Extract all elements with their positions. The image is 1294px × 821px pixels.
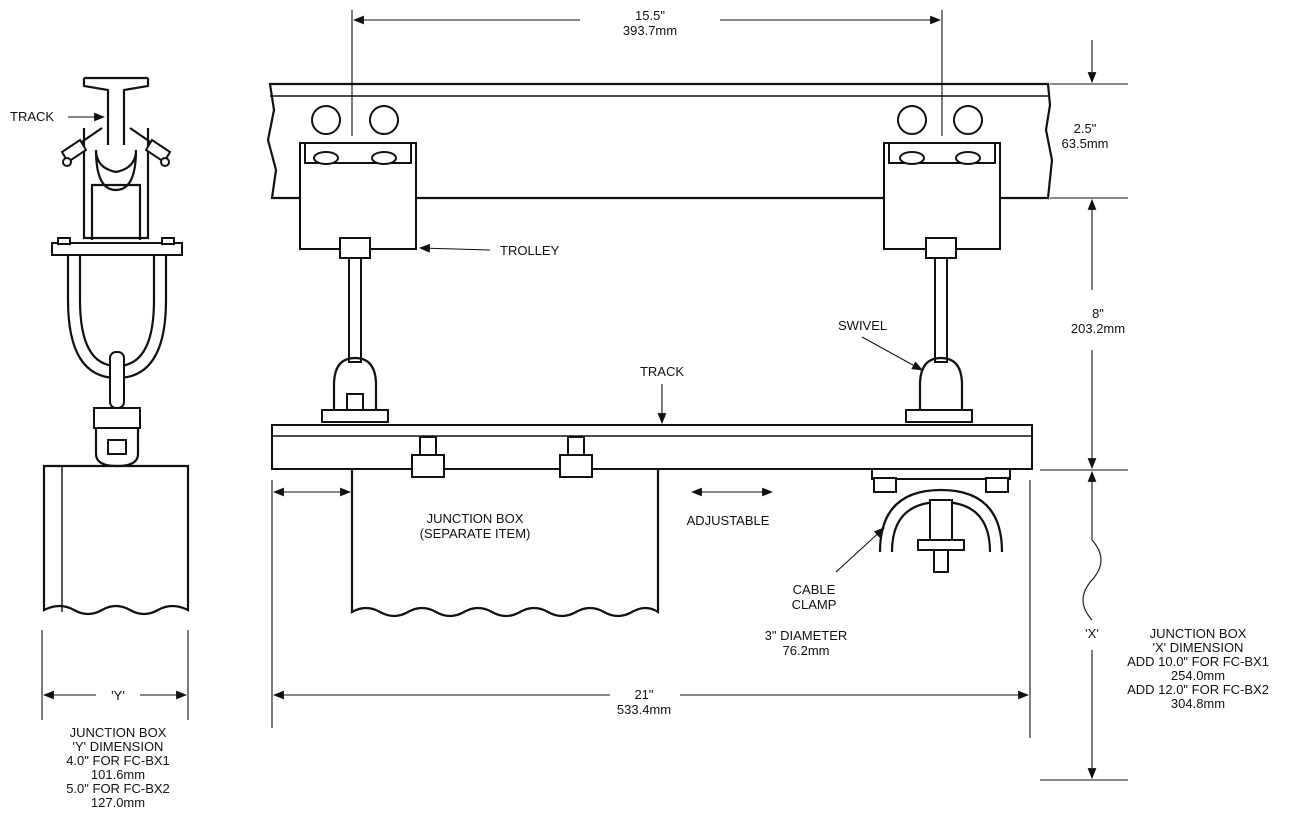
x-note-line-5: ADD 12.0" FOR FC-BX2 [1127, 682, 1269, 697]
diameter-label-2: 76.2mm [783, 643, 830, 658]
trolley-label: TROLLEY [500, 243, 560, 258]
length-mm: 533.4mm [617, 702, 671, 717]
y-note-line-1: JUNCTION BOX [70, 725, 167, 740]
y-note-line-2: 'Y' DIMENSION [73, 739, 164, 754]
top-spacing-mm: 393.7mm [623, 23, 677, 38]
x-note-line-1: JUNCTION BOX [1150, 626, 1247, 641]
front-view: 15.5" 393.7mm [266, 8, 1269, 781]
swivel-label: SWIVEL [838, 318, 887, 333]
y-dimension-note: JUNCTION BOX 'Y' DIMENSION 4.0" FOR FC-B… [66, 725, 170, 810]
track-label-main: TRACK [640, 364, 684, 379]
x-dimension-note: JUNCTION BOX 'X' DIMENSION ADD 10.0" FOR… [1127, 626, 1269, 711]
y-note-line-5: 5.0" FOR FC-BX2 [66, 781, 170, 796]
x-note-line-2: 'X' DIMENSION [1153, 640, 1244, 655]
junction-box-label-2: (SEPARATE ITEM) [420, 526, 531, 541]
drop-in: 8" [1092, 306, 1104, 321]
y-dimension-label: 'Y' [111, 688, 125, 703]
drop-mm: 203.2mm [1071, 321, 1125, 336]
cable-clamp-label-1: CABLE [793, 582, 836, 597]
top-spacing-in: 15.5" [635, 8, 665, 23]
x-dimension-label: 'X' [1085, 626, 1099, 641]
x-note-line-6: 304.8mm [1171, 696, 1225, 711]
y-note-line-4: 101.6mm [91, 767, 145, 782]
track-label-side: TRACK [10, 109, 54, 124]
length-in: 21" [634, 687, 653, 702]
cable-clamp-label-2: CLAMP [792, 597, 837, 612]
junction-box-label-1: JUNCTION BOX [427, 511, 524, 526]
x-note-line-3: ADD 10.0" FOR FC-BX1 [1127, 654, 1269, 669]
y-note-line-3: 4.0" FOR FC-BX1 [66, 753, 170, 768]
diameter-label-1: 3" DIAMETER [765, 628, 848, 643]
track-height-in: 2.5" [1074, 121, 1097, 136]
track-height-mm: 63.5mm [1062, 136, 1109, 151]
x-note-line-4: 254.0mm [1171, 668, 1225, 683]
y-note-line-6: 127.0mm [91, 795, 145, 810]
side-view: 'Y' TRACK JUNCTION BOX 'Y' DIMENSION 4.0… [10, 76, 190, 810]
adjustable-label: ADJUSTABLE [687, 513, 770, 528]
